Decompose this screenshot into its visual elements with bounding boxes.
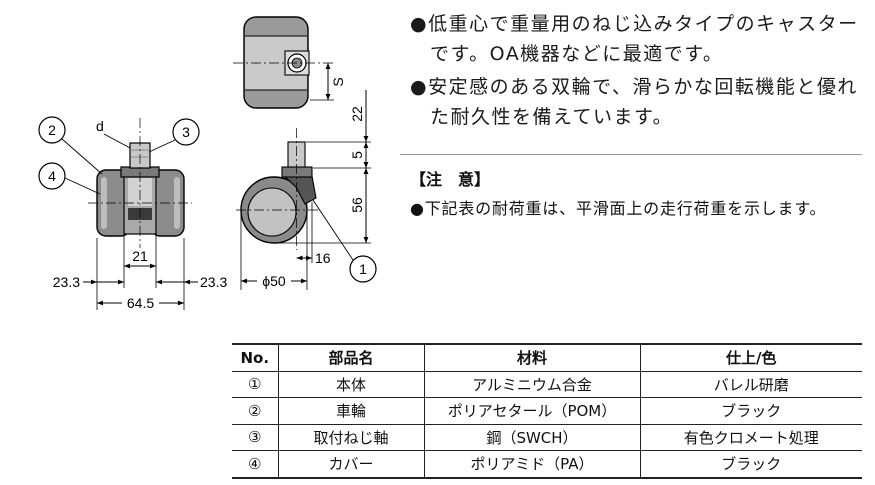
cell-finish-color: 有色クロメート処理 (639, 424, 862, 451)
callout-circle-wheel (38, 116, 66, 144)
parts-table-body: ① 本体 アルミニウム合金 バレル研磨 ② 車輪 ポリアセタール（POM） ブラ… (232, 371, 862, 479)
cell-part-name: 取付ねじ軸 (277, 424, 424, 451)
front-view: 2 4 3 d 21 23.3 23.3 (38, 116, 227, 311)
callout-shaft-number: 3 (182, 124, 190, 140)
caution-heading: 【注 意】 (410, 170, 491, 189)
section-divider (400, 154, 862, 155)
caster-technical-drawing: 2 4 3 d 21 23.3 23.3 (38, 16, 377, 311)
dim-center-width-label: 21 (132, 248, 148, 264)
callout-body-number: 1 (359, 261, 367, 277)
cell-no: ④ (232, 450, 278, 479)
callout-cover-leader (64, 177, 101, 195)
dim-offset-16-label: 16 (315, 250, 331, 266)
callout-circle-shaft (172, 118, 200, 146)
cell-material: ポリアミド（PA） (423, 450, 640, 479)
callout-circle-cover (38, 162, 66, 190)
description-bullet-1-line-2: です。OA機器などに最適です。 (430, 43, 724, 65)
parts-table: No. 部品名 材料 仕上/色 ① 本体 アルミニウム合金 バレル研磨 ② 車輪… (232, 343, 862, 479)
side-wheel-inner (247, 187, 297, 237)
table-row: ① 本体 アルミニウム合金 バレル研磨 (232, 371, 862, 398)
table-row: ② 車輪 ポリアセタール（POM） ブラック (232, 397, 862, 425)
thread-diameter-leader (103, 133, 131, 149)
description-bullet-2-line-1: ●安定感のある双輪で、滑らかな回転機能と優れ (410, 76, 858, 98)
cell-finish-color: ブラック (639, 397, 862, 425)
callout-cover-number: 4 (48, 168, 56, 184)
dim-height-label: 56 (349, 197, 365, 213)
cell-part-name: カバー (277, 450, 424, 479)
table-header-row: No. 部品名 材料 仕上/色 (232, 344, 862, 372)
cell-no: ③ (232, 424, 278, 451)
cell-material: 鋼（SWCH） (423, 424, 640, 451)
dim-offset-s-label: S (330, 77, 346, 86)
callout-wheel-leader (61, 138, 103, 175)
cell-material: アルミニウム合金 (423, 371, 640, 398)
callout-body-leader (312, 199, 354, 261)
parts-table-header: No. 部品名 材料 仕上/色 (232, 344, 862, 372)
callout-wheel-number: 2 (48, 122, 56, 138)
header-material: 材料 (423, 344, 640, 372)
callout-shaft-leader (148, 139, 176, 153)
dim-right-overhang-label: 23.3 (200, 274, 227, 290)
table-row: ③ 取付ねじ軸 鋼（SWCH） 有色クロメート処理 (232, 424, 862, 451)
side-nut (281, 166, 313, 178)
table-row: ④ カバー ポリアミド（PA） ブラック (232, 450, 862, 479)
header-part-name: 部品名 (277, 344, 424, 372)
cell-material: ポリアセタール（POM） (423, 397, 640, 425)
dim-wheel-diameter-label: ϕ50 (262, 273, 286, 289)
header-no: No. (232, 344, 278, 372)
callout-circle-body (349, 255, 377, 283)
cell-no: ① (232, 371, 278, 398)
dim-nut-height-label: 5 (349, 151, 365, 159)
description-bullet-2-line-2: た耐久性を備えています。 (430, 106, 674, 128)
description-bullet-1-line-1: ●低重心で重量用のねじ込みタイプのキャスター (410, 13, 859, 35)
cell-finish-color: ブラック (639, 450, 862, 479)
left-wheel-highlight (101, 177, 107, 229)
dim-wheel-diameter-label-bg (257, 273, 291, 289)
cell-part-name: 車輪 (277, 397, 424, 425)
cell-no: ② (232, 397, 278, 425)
header-finish-color: 仕上/色 (639, 344, 862, 372)
right-wheel-highlight (174, 177, 180, 229)
dim-left-overhang-label: 23.3 (53, 274, 80, 290)
dim-total-width-label: 64.5 (127, 295, 154, 311)
cell-part-name: 本体 (277, 371, 424, 398)
thread-diameter-label: d (96, 118, 104, 134)
top-view: S (233, 16, 346, 109)
dim-total-width-label-bg (122, 295, 159, 311)
cell-finish-color: バレル研磨 (639, 371, 862, 398)
caution-text: ●下記表の耐荷重は、平滑面上の走行荷重を示します。 (410, 199, 827, 218)
dim-stem-length-label: 22 (349, 106, 365, 122)
side-view: 22 5 56 16 ϕ50 1 (236, 90, 377, 290)
